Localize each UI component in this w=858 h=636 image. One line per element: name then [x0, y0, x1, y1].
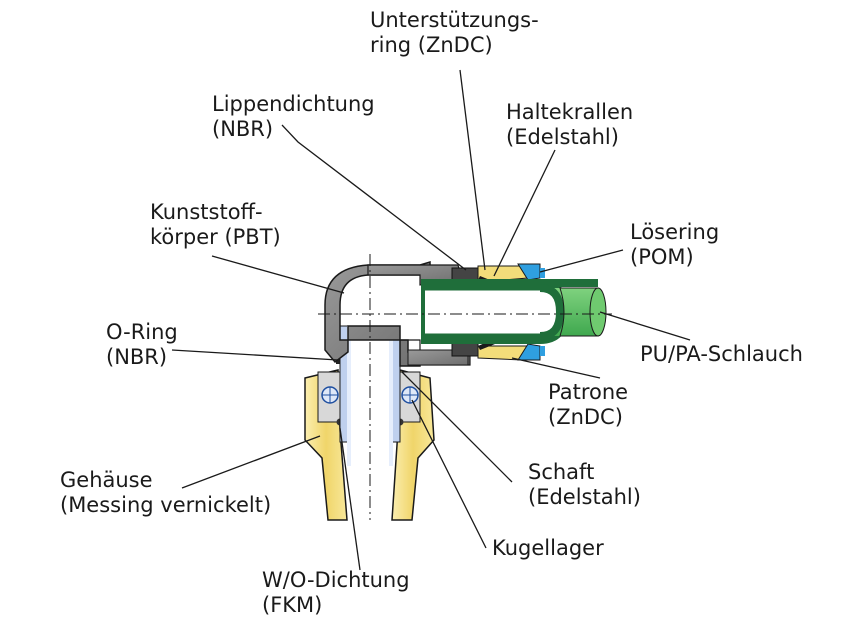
label-schaft-line2: (Edelstahl): [528, 485, 641, 509]
label-schlauch: PU/PA-Schlauch: [640, 342, 803, 367]
label-wo-dichtung-line1: W/O-Dichtung: [262, 568, 410, 592]
label-schlauch-line1: PU/PA-Schlauch: [640, 342, 803, 366]
label-o-ring-line1: O-Ring: [106, 320, 178, 344]
label-o-ring-line2: (NBR): [106, 345, 168, 369]
label-kunststoffkoerper-line1: Kunststoff-: [150, 200, 263, 224]
label-wo-dichtung: W/O-Dichtung (FKM): [262, 568, 410, 618]
label-gehaeuse: Gehäuse (Messing vernickelt): [60, 468, 271, 518]
label-loesering-line2: (POM): [630, 245, 694, 269]
label-gehaeuse-line1: Gehäuse: [60, 468, 153, 492]
label-kunststoffkoerper: Kunststoff- körper (PBT): [150, 200, 281, 250]
label-loesering-line1: Lösering: [630, 220, 720, 244]
label-unterstuetzungsring-line2: ring (ZnDC): [370, 33, 493, 57]
label-o-ring: O-Ring (NBR): [106, 320, 178, 370]
label-gehaeuse-line2: (Messing vernickelt): [60, 493, 272, 517]
label-unterstuetzungsring: Unterstützungs- ring (ZnDC): [370, 8, 539, 58]
label-haltekrallen-line2: (Edelstahl): [506, 125, 619, 149]
label-lippendichtung-line2: (NBR): [212, 117, 274, 141]
label-loesering: Lösering (POM): [630, 220, 719, 270]
label-patrone-line1: Patrone: [548, 380, 629, 404]
lip-seal-bottom: [451, 341, 479, 357]
shaft-right: [391, 325, 401, 443]
leader-lines: [171, 69, 691, 571]
label-kugellager: Kugellager: [492, 536, 604, 561]
label-kunststoffkoerper-line2: körper (PBT): [150, 225, 281, 249]
label-kugellager-line1: Kugellager: [492, 536, 604, 560]
label-unterstuetzungsring-line1: Unterstützungs-: [370, 8, 539, 32]
label-haltekrallen-line1: Haltekrallen: [506, 100, 634, 124]
label-wo-dichtung-line2: (FKM): [262, 593, 323, 617]
label-patrone: Patrone (ZnDC): [548, 380, 628, 430]
label-patrone-line2: (ZnDC): [548, 405, 623, 429]
label-lippendichtung: Lippendichtung (NBR): [212, 92, 375, 142]
label-lippendichtung-line1: Lippendichtung: [212, 92, 375, 116]
label-haltekrallen: Haltekrallen (Edelstahl): [506, 100, 633, 150]
label-schaft: Schaft (Edelstahl): [528, 460, 641, 510]
label-schaft-line1: Schaft: [528, 460, 595, 484]
